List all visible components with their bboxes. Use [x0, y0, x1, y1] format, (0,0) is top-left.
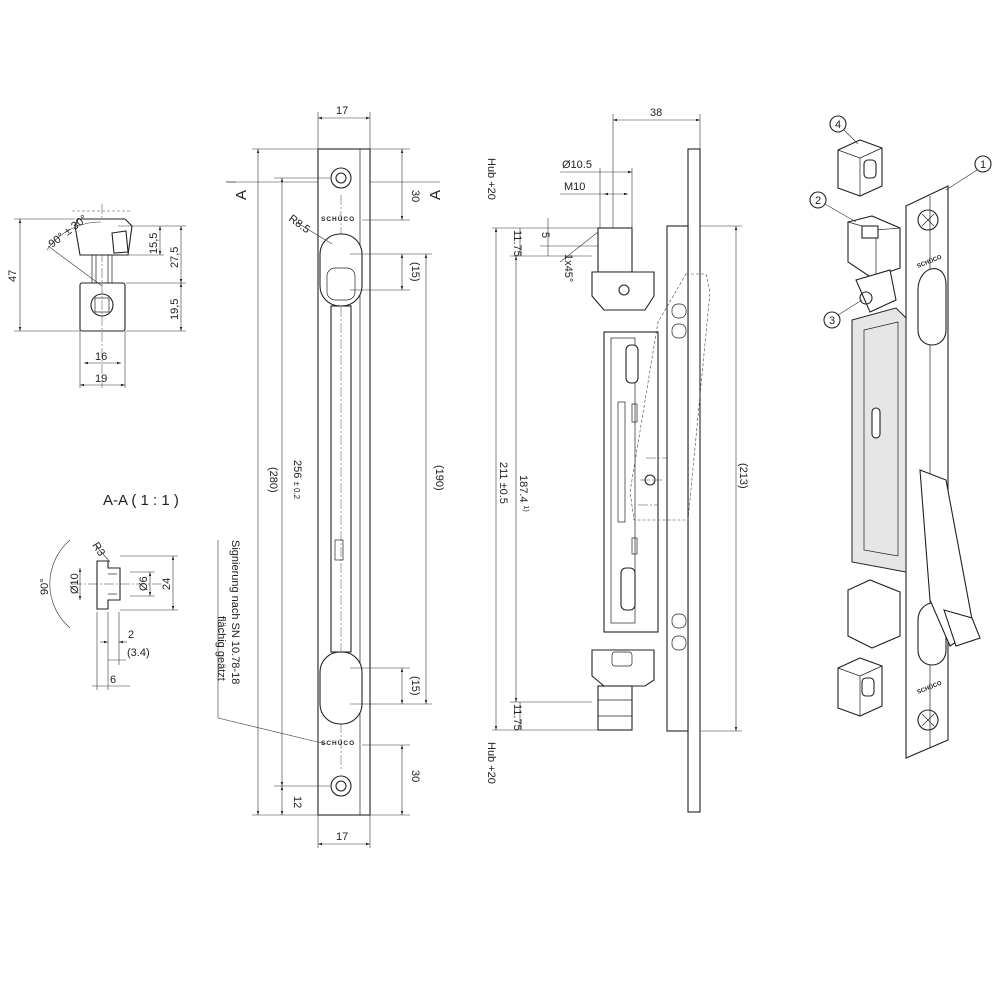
section-mark-left: A — [233, 190, 250, 200]
dim-11-75-bottom: 11.75 — [511, 704, 523, 731]
top-view: 47 15,5 27,5 19,5 16 19 90° ± 30° — [7, 204, 186, 388]
dim-hub-top: Hub +20 — [485, 158, 497, 200]
dim-hub-bottom: Hub +20 — [485, 742, 497, 784]
dim-38: 38 — [650, 107, 662, 119]
dim-12: 12 — [291, 796, 303, 808]
side-view: 38 Ø10.5 M10 5 1x45° 11.75 Hub +20 211 ±… — [485, 107, 749, 813]
dim-211: 211 ±0.5 — [497, 462, 509, 504]
callout-3: 3 — [829, 315, 835, 327]
dim-190: (190) — [433, 465, 445, 491]
dim-17-top: 17 — [336, 105, 348, 117]
dim-16: 16 — [95, 351, 107, 363]
dim-5: 5 — [539, 232, 551, 238]
dim-17-bottom: 17 — [336, 831, 348, 843]
dim-280: (280) — [267, 467, 279, 493]
dim-d10-5: Ø10.5 — [562, 159, 592, 171]
dim-d6: Ø6 — [138, 576, 150, 591]
dim-15-bottom: (15) — [409, 676, 421, 696]
dim-m10: M10 — [564, 181, 585, 193]
marking-note-line2: flächig geätzt — [215, 616, 227, 681]
dim-27-5: 27,5 — [169, 247, 181, 268]
section-view: A-A ( 1 : 1 ) 90° R3 Ø10 Ø6 24 2 (3.4) 6 — [39, 492, 179, 690]
dim-r8-5: R8.5 — [286, 213, 312, 236]
front-view: SCHÜCO SCHÜCO A A 17 17 R8.5 30 (15) (19… — [215, 105, 445, 848]
dim-24: 24 — [161, 578, 173, 590]
dim-187-4: 187.41) — [517, 475, 529, 512]
dim-d10: Ø10 — [69, 573, 81, 594]
brand-text-top: SCHÜCO — [321, 214, 355, 223]
dim-6: 6 — [110, 674, 116, 686]
marking-note-line1: Signierung nach SN 10.78-18 — [229, 540, 241, 684]
dim-15-5: 15,5 — [148, 233, 160, 254]
section-title: A-A ( 1 : 1 ) — [103, 492, 179, 509]
dim-3-4: (3.4) — [127, 647, 150, 659]
dim-256: 256± 0.2 — [291, 460, 303, 500]
section-mark-right: A — [427, 190, 444, 200]
dim-19: 19 — [95, 373, 107, 385]
dim-47: 47 — [7, 270, 19, 282]
dim-30-bottom: 30 — [409, 770, 421, 782]
dim-213: (213) — [737, 463, 749, 489]
callout-2: 2 — [815, 195, 821, 207]
iso-view: SCHÜCO SCHÜCO 1 2 3 4 — [809, 115, 992, 759]
dim-19-5: 19,5 — [169, 299, 181, 320]
dim-2: 2 — [128, 629, 134, 641]
dim-11-75-top: 11.75 — [511, 230, 523, 257]
dim-angle-section: 90° — [39, 578, 51, 595]
dim-30-top: 30 — [409, 190, 421, 202]
callout-1: 1 — [980, 159, 986, 171]
brand-text-bottom: SCHÜCO — [321, 738, 355, 747]
dim-chamfer: 1x45° — [562, 254, 574, 282]
callout-4: 4 — [835, 119, 841, 131]
dim-15-top: (15) — [409, 262, 421, 282]
